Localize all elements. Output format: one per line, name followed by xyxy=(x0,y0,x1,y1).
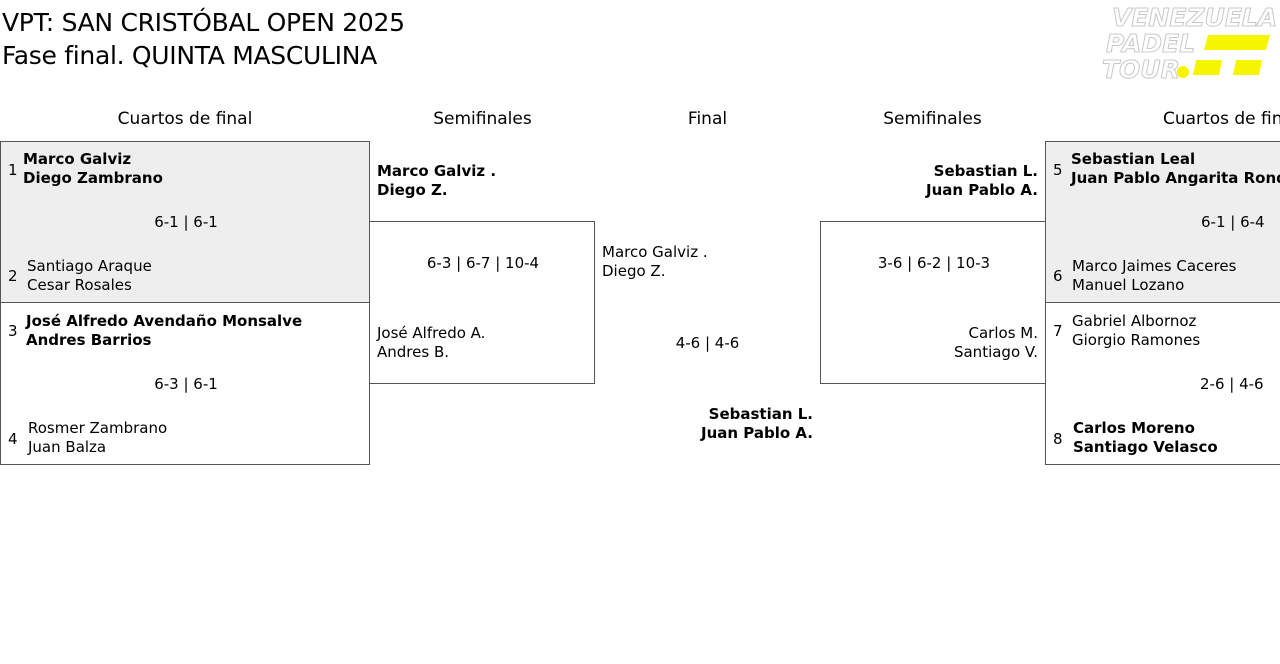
match-score: 6-1 | 6-4 xyxy=(1201,213,1265,231)
player-name: Andres B. xyxy=(377,343,449,361)
player-name: Santiago Araque xyxy=(27,257,152,275)
qf-match-4[interactable]: 7 Gabriel Albornoz Giorgio Ramones 2-6 |… xyxy=(1045,302,1280,465)
final-score: 4-6 | 4-6 xyxy=(675,334,740,352)
team-loser: Rosmer Zambrano Juan Balza xyxy=(28,419,167,457)
seed-number: 6 xyxy=(1053,267,1063,285)
final-team-champion: Sebastian L. Juan Pablo A. xyxy=(595,405,813,443)
player-name: Cesar Rosales xyxy=(27,276,132,294)
match-score: 6-1 | 6-1 xyxy=(154,213,218,231)
player-name: Marco Galviz . xyxy=(602,243,708,261)
logo-word-3: TOUR xyxy=(1102,55,1180,82)
sf-left-match[interactable]: 6-3 | 6-7 | 10-4 José Alfredo A. Andres … xyxy=(369,221,595,384)
team-winner: Marco Galviz Diego Zambrano xyxy=(23,150,163,188)
player-name: Sebastian L. xyxy=(933,162,1038,180)
logo-word-1: VENEZUELA xyxy=(1112,3,1277,32)
player-name: Marco Galviz xyxy=(23,150,132,168)
player-name: Marco Jaimes Caceres xyxy=(1072,257,1237,275)
player-name: Sebastian Leal xyxy=(1071,150,1196,168)
player-name: Diego Z. xyxy=(602,262,666,280)
team-winner: Sebastian Leal Juan Pablo Angarita Rondo… xyxy=(1071,150,1280,188)
seed-number: 3 xyxy=(8,322,18,340)
team-winner: José Alfredo Avendaño Monsalve Andres Ba… xyxy=(26,312,302,350)
round-header-sf-right: Semifinales xyxy=(883,109,982,129)
player-name: Carlos M. xyxy=(968,324,1038,342)
seed-number: 7 xyxy=(1053,322,1063,340)
player-name: Santiago Velasco xyxy=(1073,438,1218,456)
seed-number: 8 xyxy=(1053,430,1063,448)
team-loser: Santiago Araque Cesar Rosales xyxy=(27,257,152,295)
player-name: Juan Balza xyxy=(28,438,107,456)
seed-number: 2 xyxy=(8,267,18,285)
team-loser: Marco Jaimes Caceres Manuel Lozano xyxy=(1072,257,1236,295)
player-name: Juan Pablo Angarita Rondon xyxy=(1071,169,1280,187)
team-winner: Carlos Moreno Santiago Velasco xyxy=(1073,419,1218,457)
round-header-sf-left: Semifinales xyxy=(433,109,532,129)
seed-number: 1 xyxy=(8,161,18,179)
team-loser: José Alfredo A. Andres B. xyxy=(377,324,485,362)
round-header-final: Final xyxy=(687,109,728,129)
sf-left-team-winner: Marco Galviz . Diego Z. xyxy=(377,162,496,200)
player-name: Manuel Lozano xyxy=(1072,276,1185,294)
tournament-title: VPT: SAN CRISTÓBAL OPEN 2025 xyxy=(2,8,405,37)
seed-number: 4 xyxy=(8,430,18,448)
player-name: José Alfredo Avendaño Monsalve xyxy=(26,312,303,330)
player-name: Sebastian L. xyxy=(708,405,813,423)
vpt-logo: VENEZUELA PADEL TOUR xyxy=(1100,2,1280,85)
sf-right-match[interactable]: 3-6 | 6-2 | 10-3 Carlos M. Santiago V. xyxy=(820,221,1046,384)
sf-right-team-winner: Sebastian L. Juan Pablo A. xyxy=(820,162,1038,200)
match-score: 6-3 | 6-7 | 10-4 xyxy=(426,254,540,272)
team-loser: Gabriel Albornoz Giorgio Ramones xyxy=(1072,312,1200,350)
qf-match-3[interactable]: 5 Sebastian Leal Juan Pablo Angarita Ron… xyxy=(1045,141,1280,303)
match-score: 3-6 | 6-2 | 10-3 xyxy=(877,254,991,272)
match-score: 6-3 | 6-1 xyxy=(154,375,218,393)
player-name: Carlos Moreno xyxy=(1073,419,1195,437)
round-header-qf-right: Cuartos de fin xyxy=(1163,109,1280,129)
team-loser: Carlos M. Santiago V. xyxy=(821,324,1038,362)
player-name: Juan Pablo A. xyxy=(926,181,1038,199)
player-name: Andres Barrios xyxy=(26,331,152,349)
phase-title: Fase final. QUINTA MASCULINA xyxy=(2,41,377,70)
logo-word-2: PADEL xyxy=(1106,29,1195,58)
player-name: Gabriel Albornoz xyxy=(1072,312,1197,330)
qf-match-2[interactable]: 3 José Alfredo Avendaño Monsalve Andres … xyxy=(0,302,370,465)
match-score: 2-6 | 4-6 xyxy=(1200,375,1264,393)
player-name: Diego Zambrano xyxy=(23,169,163,187)
player-name: Santiago V. xyxy=(953,343,1038,361)
player-name: Giorgio Ramones xyxy=(1072,331,1201,349)
player-name: Juan Pablo A. xyxy=(701,424,813,442)
player-name: Diego Z. xyxy=(377,181,448,199)
player-name: Marco Galviz . xyxy=(377,162,497,180)
player-name: José Alfredo A. xyxy=(377,324,486,342)
player-name: Rosmer Zambrano xyxy=(28,419,168,437)
qf-match-1[interactable]: 1 Marco Galviz Diego Zambrano 6-1 | 6-1 … xyxy=(0,141,370,303)
seed-number: 5 xyxy=(1053,161,1063,179)
final-team-top: Marco Galviz . Diego Z. xyxy=(602,243,708,281)
round-header-qf-left: Cuartos de final xyxy=(117,109,253,129)
